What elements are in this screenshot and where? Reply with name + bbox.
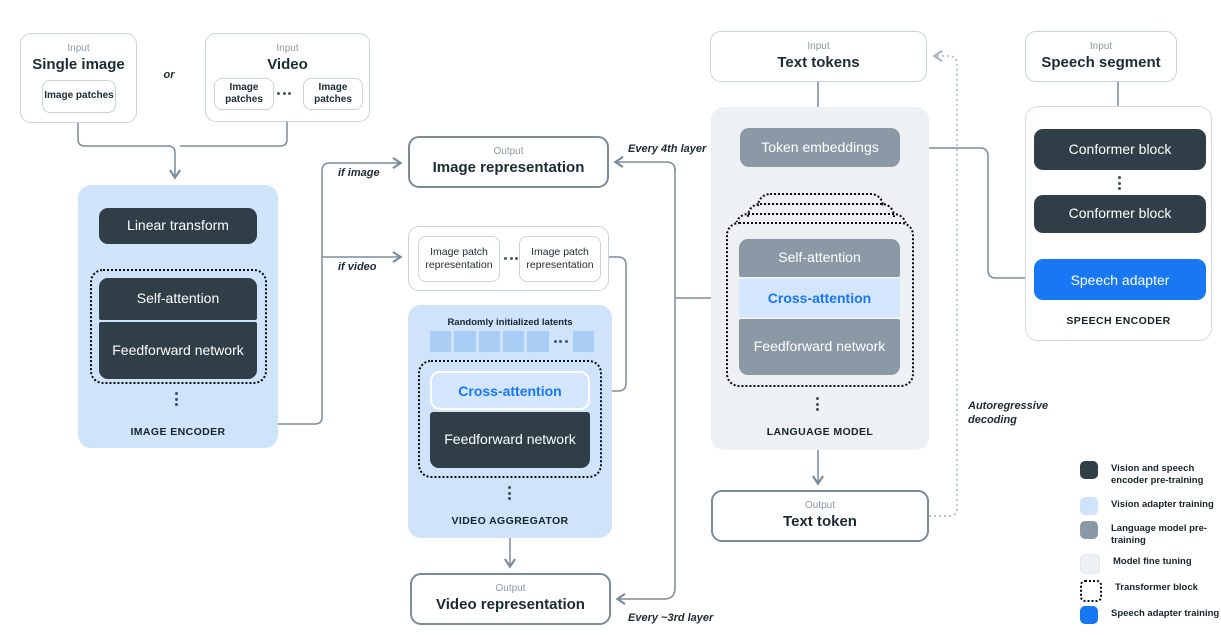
input-text-tokens-title: Text tokens bbox=[777, 53, 860, 71]
wire-encoder-to-if-image bbox=[278, 156, 403, 425]
output-video-representation-title: Video representation bbox=[436, 596, 585, 614]
output-text-token-title: Text token bbox=[783, 513, 857, 531]
transformer-stack-cap bbox=[747, 203, 895, 217]
latent-square bbox=[527, 331, 549, 352]
legend-item: Speech adapter training bbox=[1080, 606, 1221, 624]
latent-square bbox=[454, 331, 476, 352]
output-kicker: Output bbox=[804, 500, 836, 512]
legend-swatch-dashed bbox=[1080, 580, 1102, 602]
output-video-representation-box: Output Video representation bbox=[410, 573, 611, 625]
image-encoder-panel: Linear transform Self-attention Feedforw… bbox=[78, 185, 278, 448]
language-model-label: LANGUAGE MODEL bbox=[766, 426, 874, 438]
image-patches-box: Image patches bbox=[214, 78, 274, 110]
output-image-representation-box: Output Image representation bbox=[408, 136, 609, 188]
feedforward-block: Feedforward network bbox=[99, 322, 257, 379]
legend-swatch-palegray bbox=[1080, 554, 1100, 574]
latent-square bbox=[572, 331, 594, 352]
dots-icon bbox=[277, 92, 291, 95]
every-3rd-layer-label: Every ~3rd layer bbox=[628, 612, 714, 624]
input-text-tokens-box: Input Text tokens bbox=[710, 31, 927, 82]
image-patch-representation-box: Image patch representation bbox=[418, 236, 500, 282]
video-aggregator-panel: Randomly initialized latents Cross-atten… bbox=[408, 305, 612, 538]
legend-label: Speech adapter training bbox=[1111, 608, 1220, 619]
ellipsis-icon bbox=[816, 397, 819, 411]
language-model-panel: Token embeddings Self-attention Cross-at… bbox=[711, 107, 929, 450]
input-kicker: Input bbox=[67, 43, 90, 54]
patch-representations-container: Image patch representation Image patch r… bbox=[408, 226, 609, 291]
token-embeddings-block: Token embeddings bbox=[740, 128, 900, 167]
dots-icon bbox=[553, 340, 568, 343]
input-kicker: Input bbox=[807, 40, 830, 52]
image-patch-representation-box: Image patch representation bbox=[519, 236, 601, 282]
ellipsis-icon bbox=[508, 486, 511, 500]
wire-video-to-merge bbox=[180, 122, 288, 147]
latents-row bbox=[430, 331, 594, 352]
legend-label: Transformer block bbox=[1115, 582, 1198, 593]
cross-attention-block: Cross-attention bbox=[430, 371, 590, 410]
legend-label: Vision and speech encoder pre-training bbox=[1111, 463, 1204, 487]
output-kicker: Output bbox=[493, 146, 524, 158]
video-aggregator-transformer-block bbox=[418, 360, 602, 478]
latent-square bbox=[430, 331, 452, 352]
legend-swatch-dark bbox=[1080, 461, 1098, 479]
legend-swatch-blue bbox=[1080, 606, 1098, 624]
legend-label: Model fine tuning bbox=[1113, 556, 1192, 567]
legend-item: Transformer block bbox=[1080, 580, 1221, 602]
input-kicker: Input bbox=[276, 43, 299, 54]
input-single-image-box: Input Single image Image patches bbox=[20, 33, 137, 123]
cross-attention-block: Cross-attention bbox=[739, 279, 900, 317]
input-speech-segment-box: Input Speech segment bbox=[1025, 31, 1177, 82]
speech-adapter-block: Speech adapter bbox=[1034, 259, 1206, 300]
if-image-label: if image bbox=[338, 167, 380, 179]
image-patches-box: Image patches bbox=[303, 78, 363, 110]
output-text-token-box: Output Text token bbox=[711, 490, 929, 542]
wire-single-image-to-encoder bbox=[77, 123, 182, 180]
latent-square bbox=[478, 331, 500, 352]
self-attention-block: Self-attention bbox=[99, 278, 257, 320]
video-aggregator-label: VIDEO AGGREGATOR bbox=[451, 515, 569, 527]
conformer-block-2: Conformer block bbox=[1034, 195, 1206, 233]
legend-swatch-lightblue bbox=[1080, 497, 1098, 515]
input-kicker: Input bbox=[1089, 40, 1113, 52]
latents-label: Randomly initialized latents bbox=[447, 317, 573, 328]
if-video-label: if video bbox=[338, 261, 377, 273]
image-encoder-transformer-block bbox=[90, 269, 267, 384]
input-speech-segment-title: Speech segment bbox=[1041, 53, 1161, 71]
image-encoder-label: IMAGE ENCODER bbox=[130, 426, 226, 438]
output-image-representation-title: Image representation bbox=[432, 159, 585, 177]
legend-item: Vision adapter training bbox=[1080, 497, 1221, 515]
output-kicker: Output bbox=[495, 583, 526, 595]
legend-label: Vision adapter training bbox=[1111, 499, 1214, 510]
legend-item: Language model pre-training bbox=[1080, 521, 1221, 548]
input-video-box: Input Video Image patches Image patches bbox=[205, 33, 370, 122]
wire-autoregressive-loop bbox=[929, 50, 958, 517]
dots-icon bbox=[504, 257, 518, 260]
conformer-block-1: Conformer block bbox=[1034, 129, 1206, 170]
autoregressive-decoding-label: Autoregressive decoding bbox=[968, 400, 1049, 426]
speech-encoder-panel: Conformer block Conformer block Speech a… bbox=[1025, 106, 1212, 341]
input-video-title: Video bbox=[267, 56, 308, 73]
feedforward-block: Feedforward network bbox=[739, 319, 900, 375]
ellipsis-icon bbox=[1118, 176, 1121, 190]
or-label: or bbox=[163, 69, 175, 81]
wire-trunk-to-image-rep bbox=[613, 155, 676, 171]
every-4th-layer-label: Every 4th layer bbox=[628, 143, 707, 155]
linear-transform-block: Linear transform bbox=[99, 208, 257, 244]
legend-label: Language model pre-training bbox=[1111, 523, 1208, 547]
feedforward-block: Feedforward network bbox=[430, 412, 590, 468]
legend-item: Model fine tuning bbox=[1080, 554, 1221, 574]
speech-encoder-label: SPEECH ENCODER bbox=[1066, 315, 1171, 327]
legend-swatch-gray bbox=[1080, 521, 1098, 539]
latent-square bbox=[502, 331, 525, 352]
self-attention-block: Self-attention bbox=[739, 239, 900, 277]
wire-trunk-to-video-rep bbox=[615, 587, 676, 606]
image-patches-box: Image patches bbox=[42, 80, 116, 113]
legend-item: Vision and speech encoder pre-training bbox=[1080, 461, 1221, 488]
ellipsis-icon bbox=[175, 392, 178, 406]
input-single-image-title: Single image bbox=[32, 56, 125, 73]
transformer-stack-cap bbox=[735, 213, 907, 227]
